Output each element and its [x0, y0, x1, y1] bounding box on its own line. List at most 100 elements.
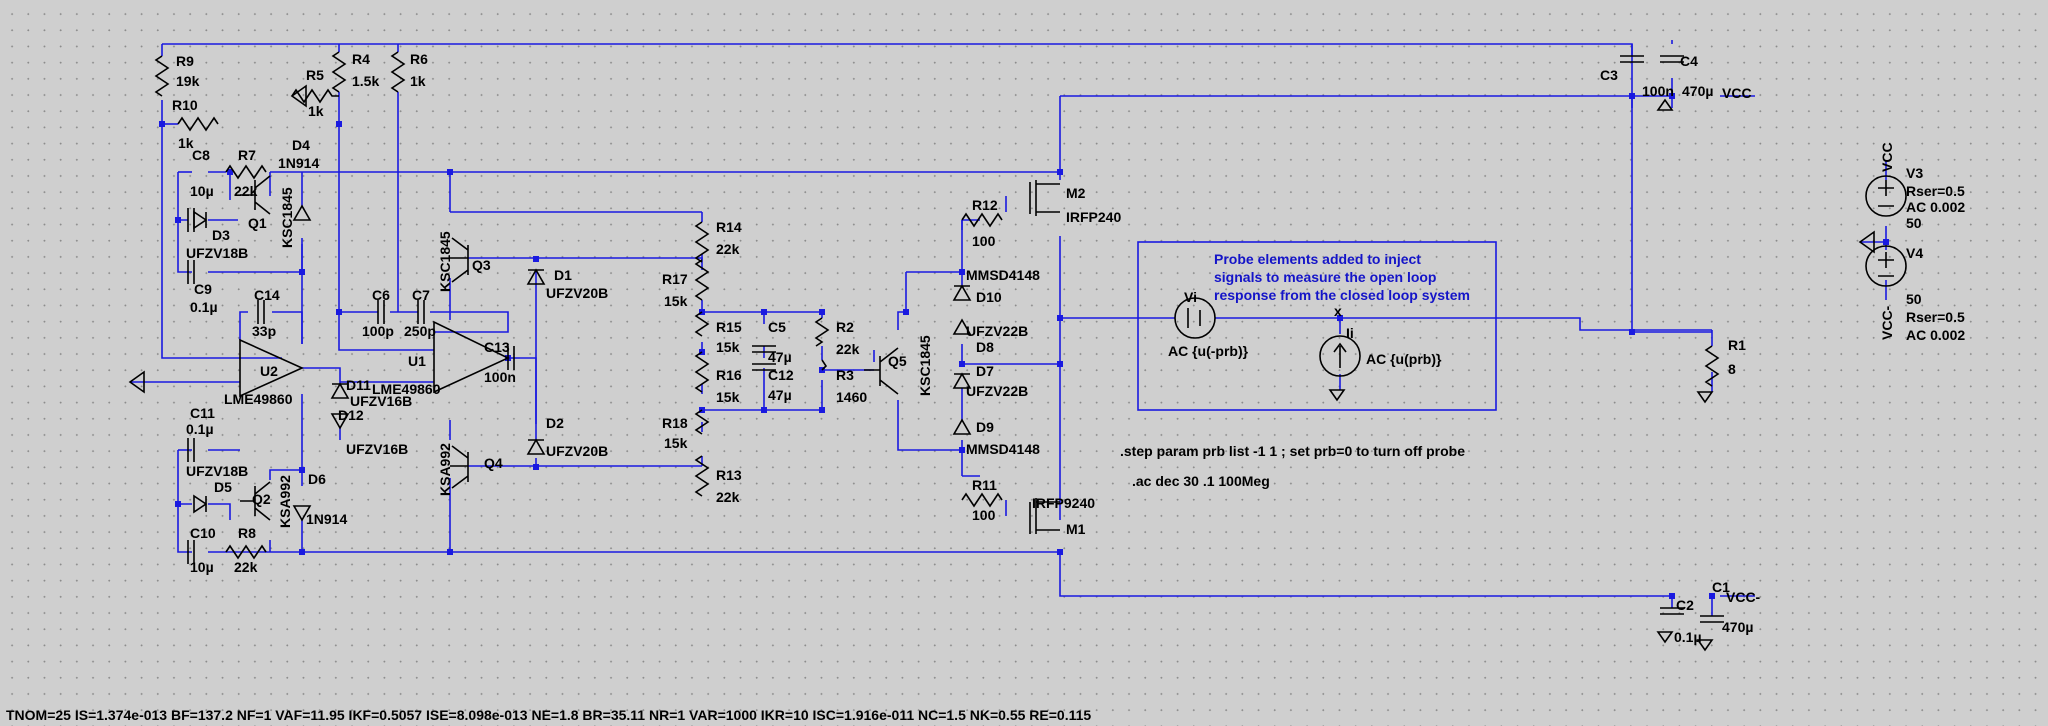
- label-m1: M1: [1066, 521, 1086, 537]
- label-r3: R3: [836, 367, 854, 383]
- diodes: [193, 204, 972, 522]
- sources: [1174, 175, 1907, 377]
- label-m2: M2: [1066, 185, 1086, 201]
- diode-d10: [952, 284, 972, 301]
- source-v4: [1865, 245, 1907, 287]
- label-d3: D3: [212, 227, 230, 243]
- model-u2: LME49860: [224, 391, 293, 407]
- transistor-q3: [450, 237, 469, 283]
- resistor-r4: [331, 51, 347, 93]
- resistor-r9: [154, 55, 170, 97]
- label-d2: D2: [546, 415, 564, 431]
- diode-d6: [292, 505, 312, 522]
- capacitor-c10: [187, 540, 195, 564]
- model-q2: KSA992: [277, 475, 293, 528]
- label-r1: R1: [1728, 337, 1746, 353]
- resistor-r13: [694, 455, 710, 497]
- label-d10: D10: [976, 289, 1002, 305]
- value-r18: 15k: [664, 435, 688, 451]
- probe-box: [1137, 241, 1497, 411]
- value-c10: 10µ: [190, 559, 214, 575]
- value-c1: 470µ: [1722, 619, 1753, 635]
- label-d5: D5: [214, 479, 232, 495]
- ground-c2: [1656, 631, 1674, 644]
- model-d10: MMSD4148: [966, 267, 1040, 283]
- grounds: [128, 84, 1875, 652]
- value-r7: 22k: [234, 183, 258, 199]
- capacitor-c8: [187, 208, 195, 232]
- zener-d12: [330, 413, 350, 430]
- label-c3: C3: [1600, 67, 1618, 83]
- label-r18: R18: [662, 415, 688, 431]
- capacitor-c14: [257, 300, 265, 324]
- rser-v4: Rser=0.5: [1906, 309, 1965, 325]
- value-r13: 22k: [716, 489, 740, 505]
- label-d4: D4: [292, 137, 310, 153]
- ground-r5: [290, 84, 307, 108]
- value-c2: 0.1µ: [1674, 629, 1702, 645]
- label-u2: U2: [260, 363, 278, 379]
- capacitor-c2: [1660, 607, 1684, 615]
- ac-v4: AC 0.002: [1906, 327, 1965, 343]
- ground-u2: [128, 370, 145, 394]
- ground-c4: [1656, 98, 1674, 111]
- model-u1: LME49860: [372, 381, 441, 397]
- resistors: [154, 51, 1720, 560]
- value-c8: 10µ: [190, 183, 214, 199]
- value-c14: 33p: [252, 323, 276, 339]
- capacitor-c4: [1660, 55, 1684, 63]
- model-d7: UFZV22B: [966, 383, 1028, 399]
- label-v4: V4: [1906, 245, 1923, 261]
- value-r3: 1460: [836, 389, 867, 405]
- mosfet-m1: [1029, 498, 1060, 534]
- model-d2: UFZV20B: [546, 443, 608, 459]
- net-v3: VCC: [1879, 142, 1895, 172]
- label-r8: R8: [238, 525, 256, 541]
- resistor-r7: [225, 164, 267, 180]
- value-r15: 15k: [716, 339, 740, 355]
- model-d6: 1N914: [306, 511, 347, 527]
- model-q5: KSC1845: [917, 335, 933, 396]
- ground-supply: [1858, 230, 1875, 254]
- transistor-q4: [450, 445, 469, 489]
- value-r12: 100: [972, 233, 996, 249]
- label-q3: Q3: [472, 257, 491, 273]
- label-c7: C7: [412, 287, 430, 303]
- label-d8: D8: [976, 339, 994, 355]
- value-c7: 250p: [404, 323, 436, 339]
- value-r4: 1.5k: [352, 73, 379, 89]
- model-d3: UFZV18B: [186, 245, 248, 261]
- resistor-r17: [694, 259, 710, 301]
- label-c12: C12: [768, 367, 794, 383]
- model-q1: KSC1845: [279, 187, 295, 248]
- value-r2: 22k: [836, 341, 860, 357]
- label-r16: R16: [716, 367, 742, 383]
- value-c9: 0.1µ: [190, 299, 218, 315]
- ac-directive: .ac dec 30 .1 100Meg: [1132, 473, 1270, 489]
- label-r17: R17: [662, 271, 688, 287]
- label-c10: C10: [190, 525, 216, 541]
- label-d9: D9: [976, 419, 994, 435]
- label-c1: C1: [1712, 579, 1730, 595]
- label-r12: R12: [972, 197, 998, 213]
- net-vcc: VCC: [1722, 85, 1752, 101]
- value-r17: 15k: [664, 293, 688, 309]
- notes: Probe elements added to inject signals t…: [6, 251, 1470, 723]
- label-d7: D7: [976, 363, 994, 379]
- label-q5: Q5: [888, 353, 907, 369]
- ground-r1: [1696, 391, 1714, 404]
- label-vi: Vi: [1184, 289, 1197, 305]
- value-c13: 100n: [484, 369, 516, 385]
- label-r2: R2: [836, 319, 854, 335]
- mosfet-m2: [1029, 180, 1060, 216]
- opamps: [239, 320, 510, 398]
- label-c13: C13: [484, 339, 510, 355]
- label-c11: C11: [190, 405, 215, 421]
- source-ii: [1319, 335, 1361, 377]
- ground-c1: [1696, 639, 1714, 652]
- value-c6: 100p: [362, 323, 394, 339]
- zener-d5: [193, 494, 208, 514]
- zener-d7: [952, 372, 972, 389]
- label-u1: U1: [408, 353, 426, 369]
- label-r10: R10: [172, 97, 198, 113]
